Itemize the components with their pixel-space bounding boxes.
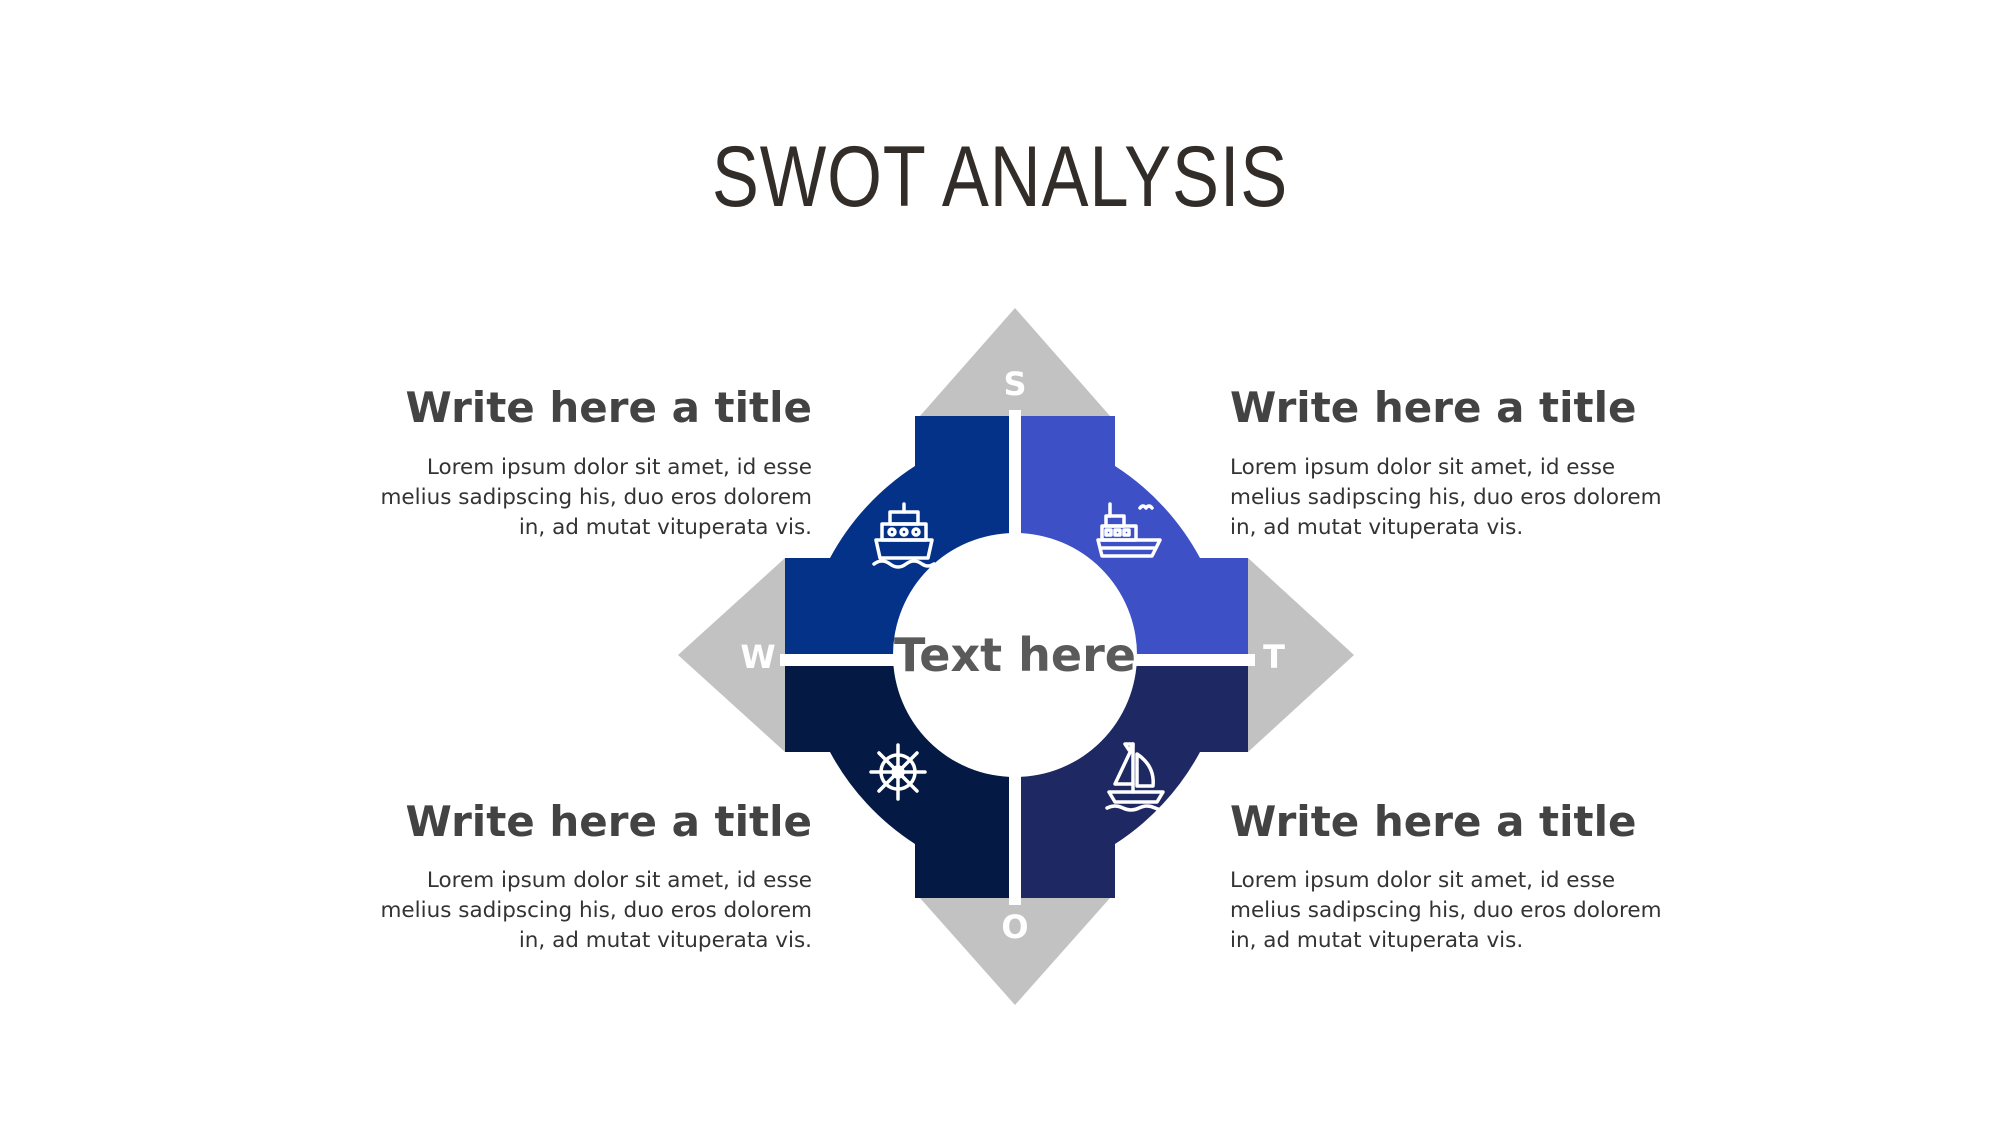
title-bottom-right: Write here a title [1230, 797, 1637, 846]
arrow-t [1248, 558, 1354, 752]
letter-w: W [740, 638, 775, 676]
cruise-ship-icon [872, 502, 936, 569]
title-top-left: Write here a title [405, 383, 813, 432]
arrow-s [920, 308, 1110, 416]
title-top-right: Write here a title [1230, 383, 1637, 432]
body-bottom-left: Lorem ipsum dolor sit amet, id esse meli… [380, 868, 812, 953]
ship-wheel-icon [869, 743, 927, 801]
letter-o: O [1001, 908, 1028, 946]
body-bottom-right: Lorem ipsum dolor sit amet, id esse meli… [1230, 868, 1662, 953]
arrow-w [678, 558, 785, 752]
arrow-o [920, 898, 1110, 1005]
title-bottom-left: Write here a title [405, 797, 813, 846]
center-circle [893, 533, 1137, 777]
body-top-left: Lorem ipsum dolor sit amet, id esse meli… [380, 455, 812, 540]
page-title: SWOT ANALYSIS [711, 129, 1289, 225]
center-text: Text here [894, 628, 1136, 682]
letter-s: S [1003, 365, 1026, 403]
letter-t: T [1263, 638, 1285, 676]
ferry-boat-icon [1096, 502, 1162, 558]
sailboat-icon [1105, 742, 1169, 812]
body-top-right: Lorem ipsum dolor sit amet, id esse meli… [1230, 455, 1662, 540]
